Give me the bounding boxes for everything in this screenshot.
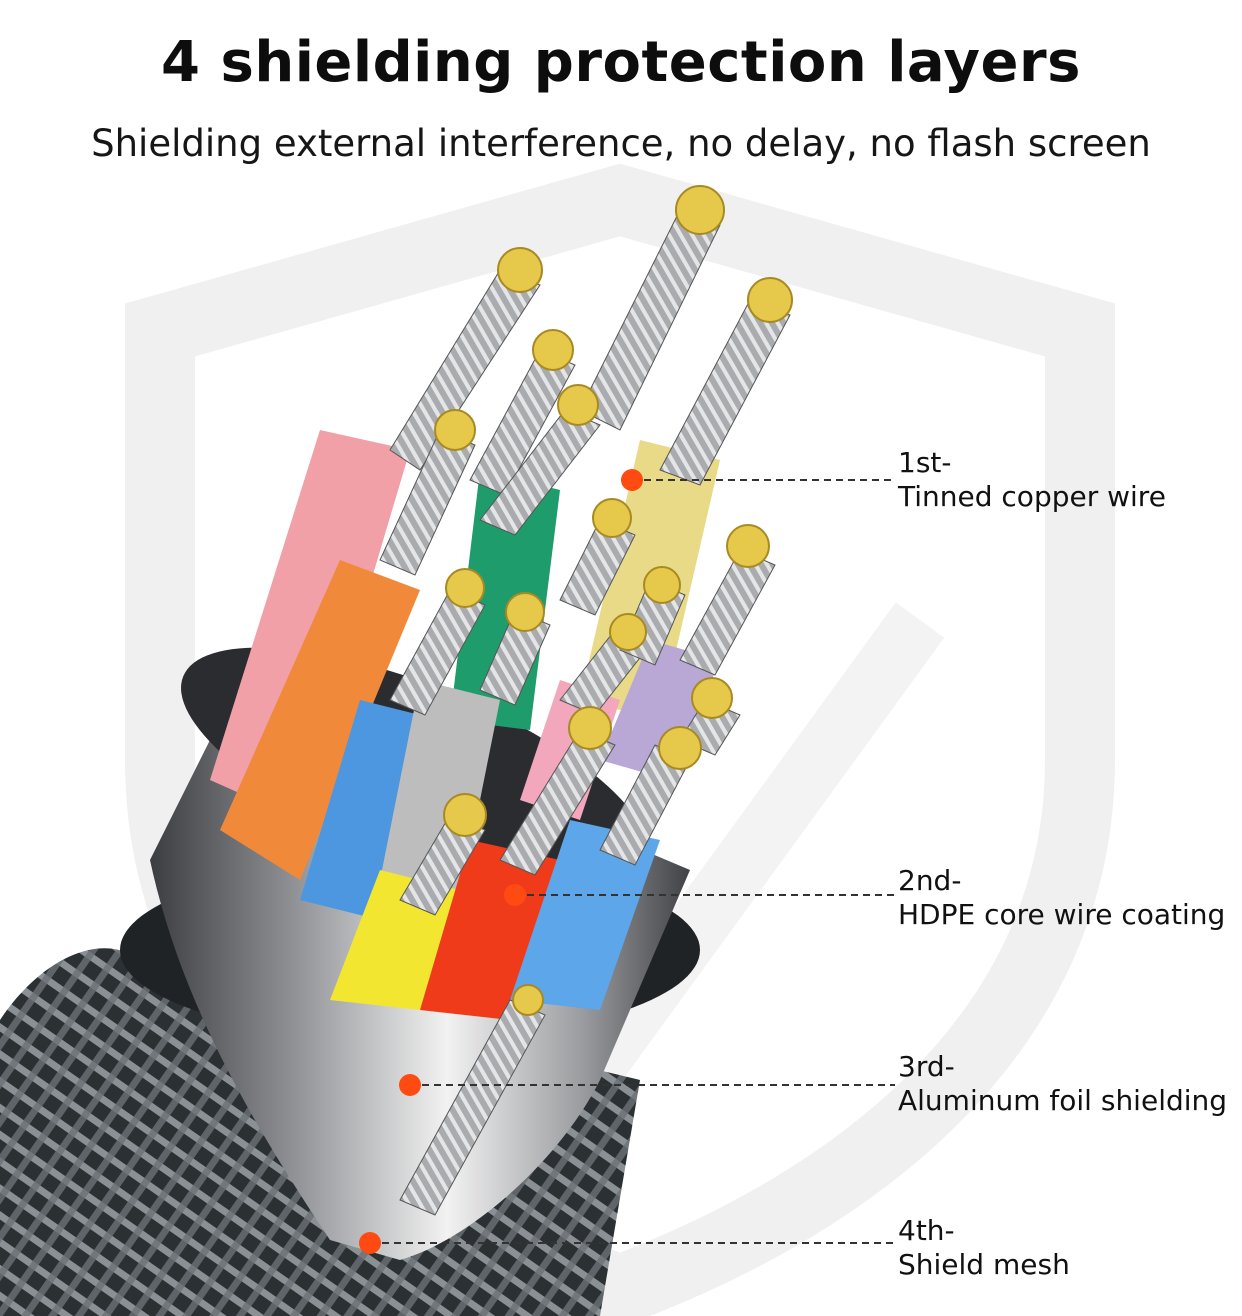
marker-dot-1 [621, 469, 643, 491]
layer-number: 4th- [898, 1214, 955, 1247]
layer-number: 3rd- [898, 1050, 955, 1083]
callout-layer-4: 4th- Shield mesh [898, 1214, 1070, 1282]
layer-number: 1st- [898, 446, 952, 479]
marker-dot-4 [359, 1232, 381, 1254]
callout-markers [359, 469, 643, 1254]
callout-layer-3: 3rd- Aluminum foil shielding [898, 1050, 1227, 1118]
callout-layer-1: 1st- Tinned copper wire [898, 446, 1166, 514]
page-subtitle: Shielding external interference, no dela… [91, 122, 1151, 165]
layer-name: Tinned copper wire [898, 480, 1166, 513]
layer-name: Shield mesh [898, 1248, 1070, 1281]
callout-layer-2: 2nd- HDPE core wire coating [898, 864, 1225, 932]
layer-name: Aluminum foil shielding [898, 1084, 1228, 1117]
marker-dot-2 [504, 884, 526, 906]
layer-name: HDPE core wire coating [898, 898, 1226, 931]
page-title: 4 shielding protection layers [161, 30, 1081, 95]
callout-leaders [370, 479, 895, 1244]
layer-number: 2nd- [898, 864, 962, 897]
marker-dot-3 [399, 1074, 421, 1096]
strand-tips [434, 185, 793, 1016]
